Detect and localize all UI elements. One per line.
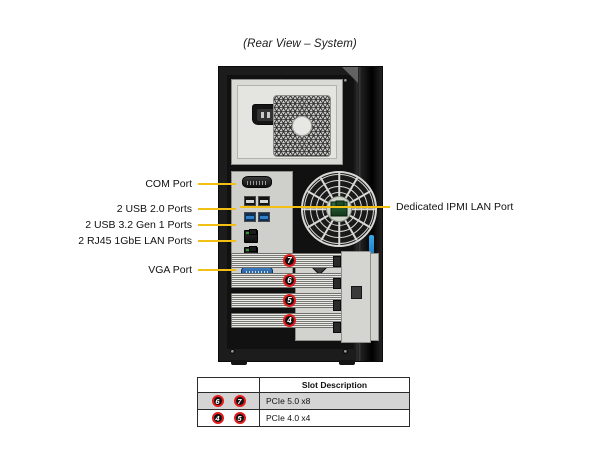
row-description: PCIe 5.0 x8 [259, 392, 410, 410]
table-badge-7: 7 [233, 395, 246, 407]
callout-rj45-lan-ports: 2 RJ45 1GbE LAN Ports [78, 235, 192, 247]
slot-badge-6: 6 [283, 274, 296, 287]
psu-face [237, 85, 337, 159]
usb32-gen1-port-1 [244, 212, 256, 222]
chassis-foot [231, 360, 247, 365]
table-row: 4 5 PCIe 4.0 x4 [197, 409, 410, 427]
usb20-port-1 [244, 196, 256, 206]
side-panel-latch [369, 235, 374, 261]
ipmi-lan-port [330, 200, 348, 217]
header-badges [197, 377, 260, 393]
table-badge-4: 4 [211, 412, 224, 424]
psu-fan-grille [273, 95, 331, 157]
rj45-lan-port-1 [244, 229, 258, 243]
expansion-card-cage [333, 251, 371, 343]
row-description: PCIe 4.0 x4 [259, 409, 410, 427]
table-badge-6: 6 [211, 395, 224, 407]
usb32-gen1-port-2 [258, 212, 270, 222]
row-badges: 4 5 [197, 409, 260, 427]
leader-rj45 [198, 240, 236, 242]
callout-ipmi-lan-port: Dedicated IPMI LAN Port [396, 201, 514, 213]
slot-badge-7: 7 [283, 254, 296, 267]
leader-ipmi [240, 206, 390, 208]
screw [230, 349, 235, 354]
callout-com-port: COM Port [145, 178, 192, 190]
screw [343, 78, 348, 83]
slot-badge-4: 4 [283, 314, 296, 327]
slot-description-table: Slot Description 6 7 PCIe 5.0 x8 4 5 [197, 377, 410, 427]
header-slot-description: Slot Description [259, 377, 410, 393]
callout-usb20-ports: 2 USB 2.0 Ports [116, 203, 192, 215]
table-badge-5: 5 [233, 412, 246, 424]
callout-usb32-ports: 2 USB 3.2 Gen 1 Ports [85, 219, 192, 231]
psu-fan-hub [292, 116, 312, 136]
motherboard-fan-grille [301, 171, 377, 247]
slot-badge-5: 5 [283, 294, 296, 307]
com-port [242, 176, 272, 188]
leader-usb32 [198, 224, 236, 226]
cage-slot [351, 286, 362, 299]
table-row: 6 7 PCIe 5.0 x8 [197, 392, 410, 410]
power-supply-unit [231, 79, 343, 165]
row-badges: 6 7 [197, 392, 260, 410]
chassis-foot [339, 360, 355, 365]
screw [343, 349, 348, 354]
callout-vga-port: VGA Port [148, 264, 192, 276]
figure-title: (Rear View – System) [243, 38, 357, 50]
leader-usb20 [198, 208, 236, 210]
table-header-row: Slot Description [197, 377, 410, 393]
pcie-slot-cover-4 [231, 313, 352, 329]
leader-com-port [198, 183, 236, 185]
server-chassis-rear: 7 6 5 4 [218, 66, 383, 365]
usb20-port-2 [258, 196, 270, 206]
leader-vga [198, 269, 236, 271]
